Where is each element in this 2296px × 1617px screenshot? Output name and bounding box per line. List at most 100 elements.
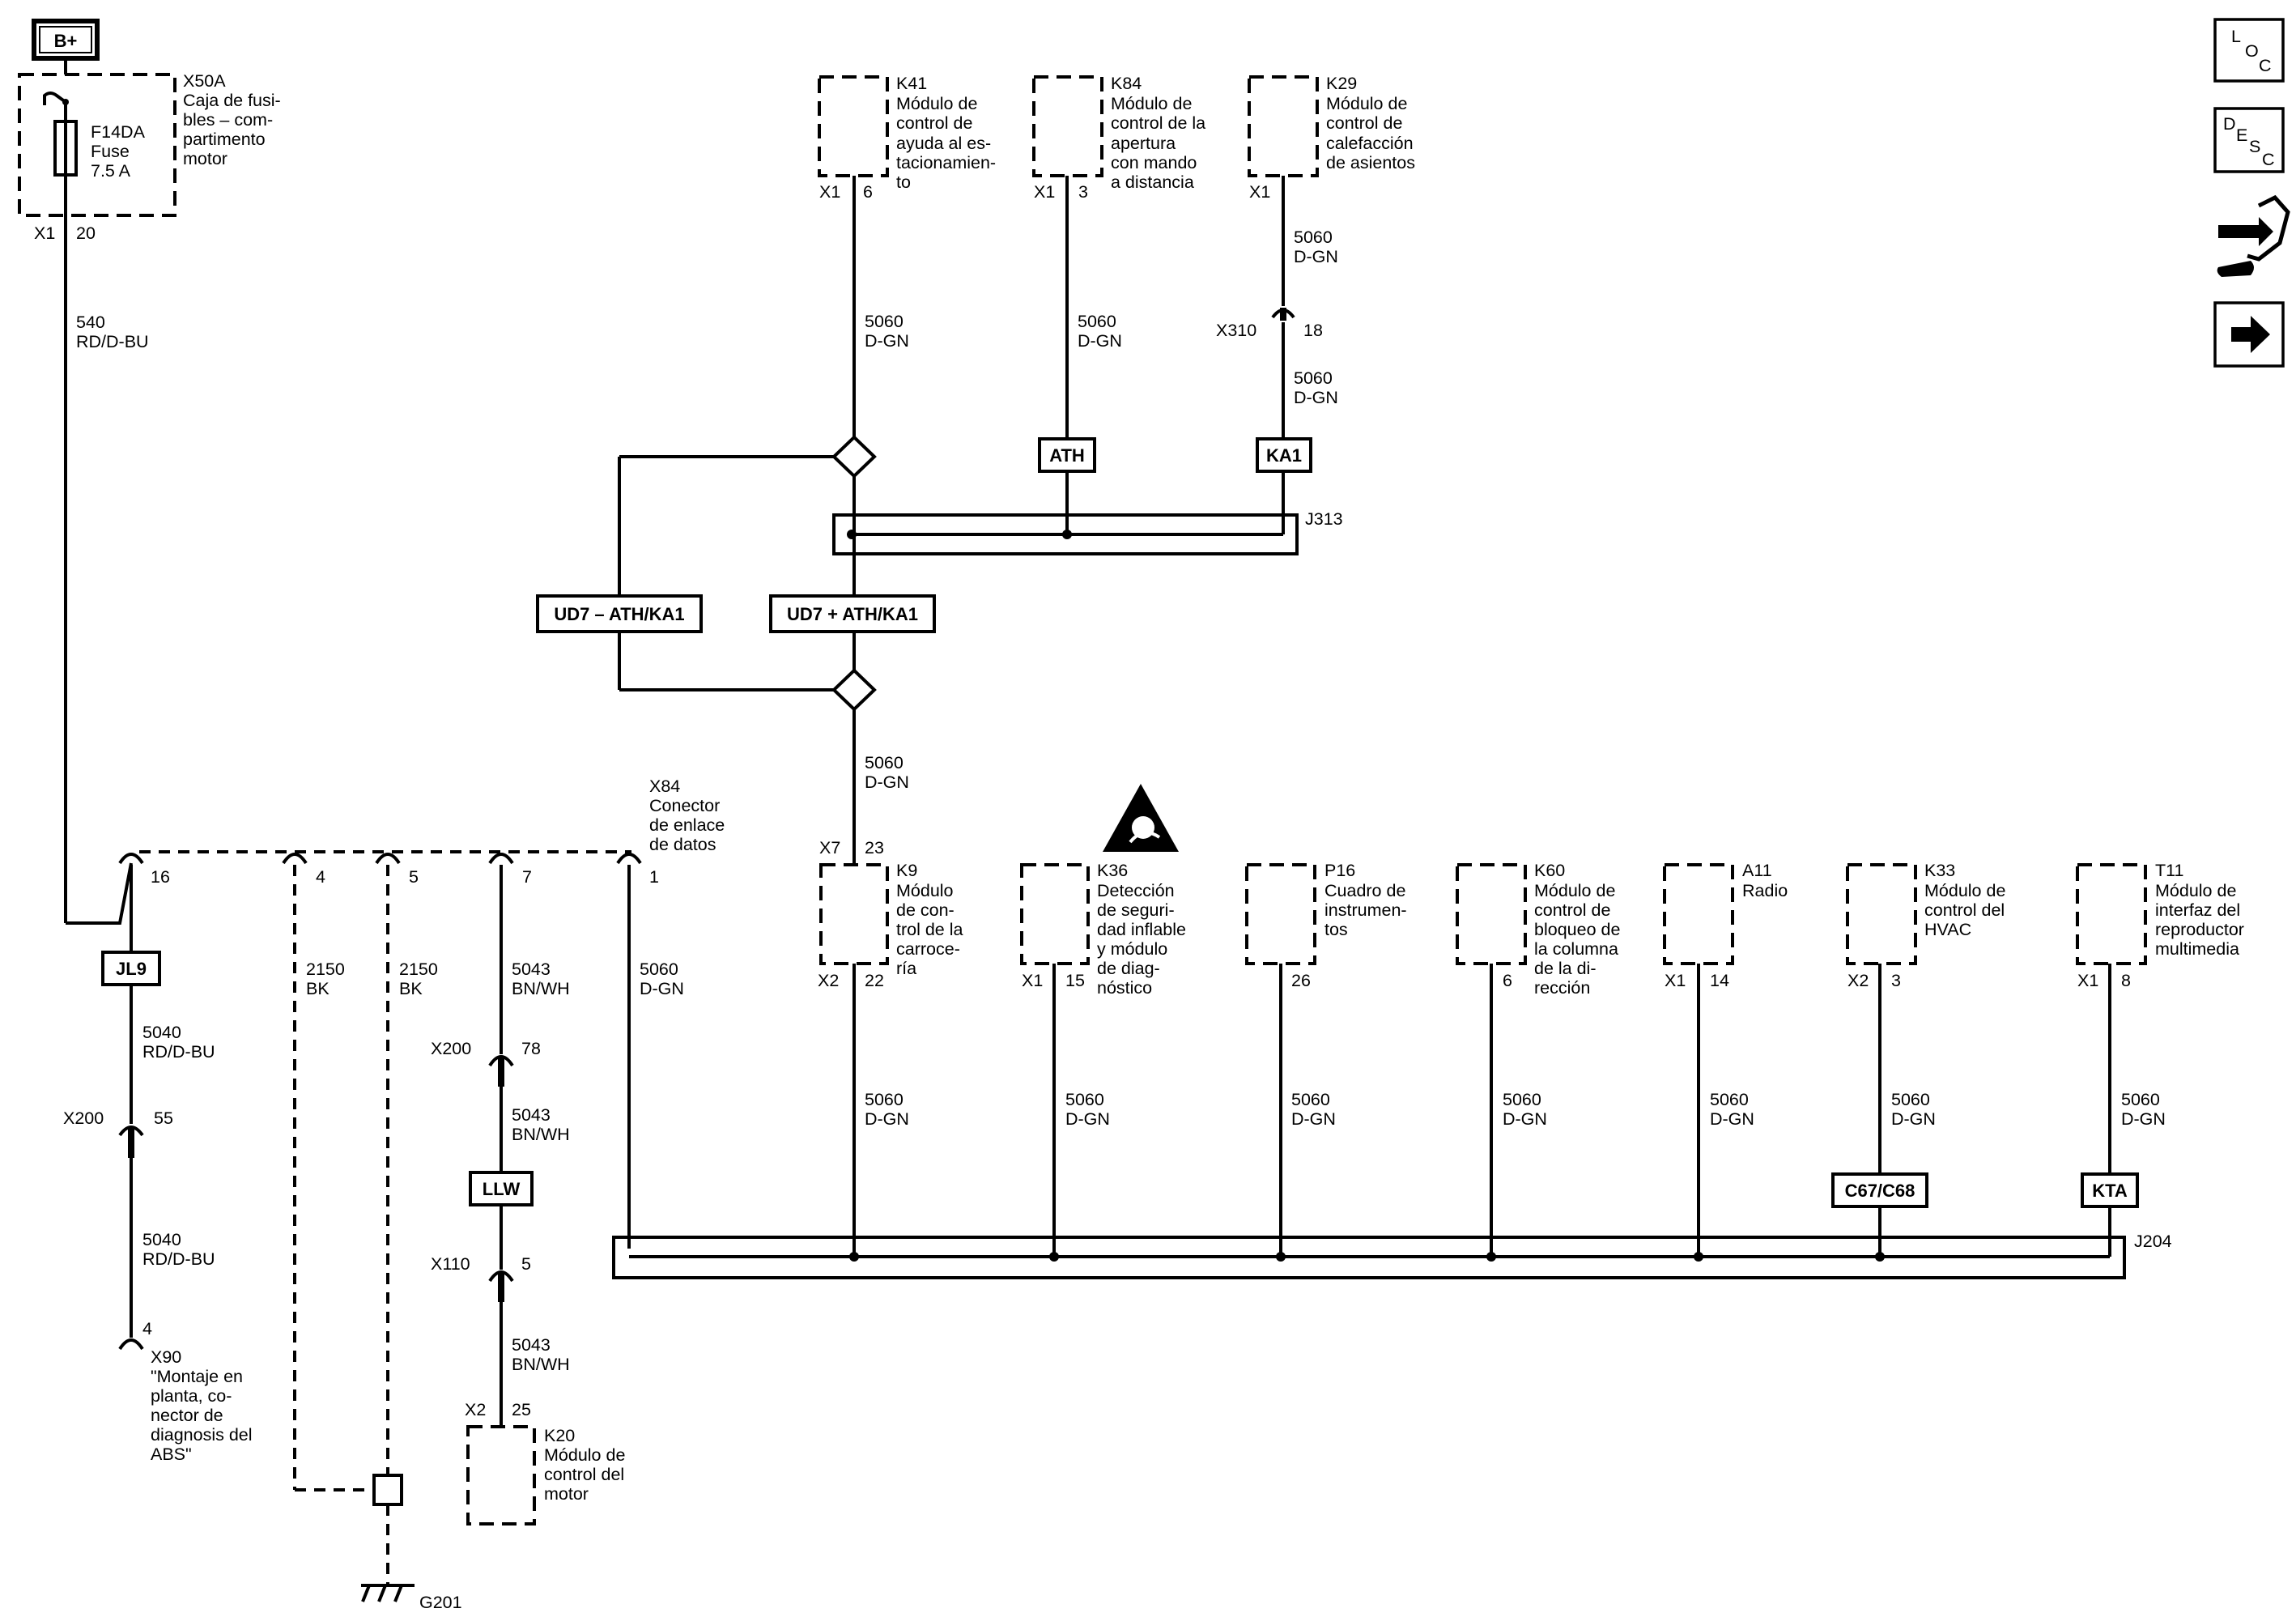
fuse-block-name-4: motor — [183, 149, 227, 168]
wire-pin5-circuit: 2150 — [399, 960, 438, 979]
x200-mid-pin: 78 — [521, 1039, 541, 1058]
p16-wire-color: D-GN — [1291, 1109, 1336, 1129]
tag-ud7-plus-label: UD7 + ATH/KA1 — [787, 604, 918, 624]
k9-name-5: ría — [896, 959, 916, 978]
k60-name-5: de la di- — [1534, 959, 1597, 978]
module-k29: K29 Módulo de control de calefacción de … — [1248, 74, 1415, 202]
fuse-block-id: X50A — [183, 71, 226, 91]
wire-5043c-circuit: 5043 — [512, 1335, 551, 1355]
desc-letter-c: C — [2262, 150, 2275, 169]
ground-label: G201 — [419, 1593, 462, 1612]
k20-pin: 25 — [512, 1400, 531, 1419]
k60-name-3: bloqueo de — [1534, 920, 1620, 939]
tag-jl9: JL9 — [101, 951, 161, 986]
k60-wire-color: D-GN — [1503, 1109, 1547, 1129]
wire-540-circuit: 540 — [76, 313, 105, 332]
module-k33: K33 Módulo de control del HVAC X2 3 — [1846, 861, 2005, 990]
k20-connector: X2 — [465, 1400, 486, 1419]
x90-pin: 4 — [142, 1319, 152, 1338]
k36-connector: X1 — [1022, 971, 1043, 990]
x90-name-3: nector de — [151, 1406, 223, 1425]
k20-name-1: Módulo de — [544, 1445, 625, 1465]
k9-name-3: trol de la — [896, 920, 963, 939]
k33-id: K33 — [1924, 861, 1955, 880]
k41-name-4: tacionamien- — [896, 153, 996, 172]
fuse-block-name-2: bles – com- — [183, 110, 273, 130]
k29-wire-circuit: 5060 — [1294, 228, 1333, 247]
module-k20: X2 25 K20 Módulo de control del motor — [465, 1400, 625, 1526]
loc-icon[interactable]: L O C — [2213, 18, 2285, 83]
x200-mid-id: X200 — [431, 1039, 471, 1058]
fuse-block-connector: X1 — [34, 223, 55, 243]
k41-name-5: to — [896, 172, 911, 192]
k36-name-5: de diag- — [1097, 959, 1160, 978]
k41-id: K41 — [896, 74, 927, 93]
k36-wire-color: D-GN — [1065, 1109, 1110, 1129]
k33-wire-circuit: 5060 — [1891, 1090, 1930, 1109]
a11-connector: X1 — [1665, 971, 1686, 990]
desc-icon[interactable]: D E S C — [2213, 107, 2285, 173]
k36-id: K36 — [1097, 861, 1128, 880]
k33-name-2: control del — [1924, 900, 2005, 920]
ground-splice — [372, 1474, 403, 1506]
a11-name-1: Radio — [1742, 881, 1788, 900]
k29-connector: X1 — [1249, 182, 1270, 202]
k9-name-4: carroce- — [896, 939, 960, 959]
power-b-plus: B+ — [32, 19, 100, 61]
wire-5043b-color: BN/WH — [512, 1125, 570, 1144]
tag-c67-label: C67/C68 — [1845, 1181, 1915, 1201]
k84-name-3: apertura — [1111, 134, 1176, 153]
dlc-pin-5: 5 — [409, 867, 419, 887]
k36-pin: 15 — [1065, 971, 1085, 990]
k41-connector: X1 — [819, 182, 840, 202]
k60-id: K60 — [1534, 861, 1565, 880]
wire-5040b-color: RD/D-BU — [142, 1249, 215, 1269]
k36-name-6: nóstico — [1097, 978, 1152, 998]
a11-id: A11 — [1742, 861, 1772, 880]
t11-name-1: Módulo de — [2155, 881, 2236, 900]
dlc-name-2: de enlace — [649, 815, 725, 835]
a11-wire-color: D-GN — [1710, 1109, 1754, 1129]
wire-5040b-circuit: 5040 — [142, 1230, 181, 1249]
desc-letter-d: D — [2223, 114, 2236, 134]
k84-name-5: a distancia — [1111, 172, 1194, 192]
k60-name-6: rección — [1534, 978, 1590, 998]
tag-jl9-label: JL9 — [116, 959, 147, 979]
power-label: B+ — [54, 31, 78, 51]
x90-name-1: "Montaje en — [151, 1367, 243, 1386]
fuse-line-2: Fuse — [91, 142, 130, 161]
k84-id: K84 — [1111, 74, 1142, 93]
k84-wire-circuit: 5060 — [1078, 312, 1116, 331]
connector-x200-left: X200 55 — [63, 1108, 173, 1158]
j204-label: J204 — [2134, 1232, 2172, 1251]
data-link-connector-x84: 16 4 5 7 1 X84 Conector de enlace de dat… — [118, 777, 725, 887]
wire-5043b-circuit: 5043 — [512, 1105, 551, 1125]
p16-pin: 26 — [1291, 971, 1311, 990]
a11-pin: 14 — [1710, 971, 1729, 990]
k84-name-1: Módulo de — [1111, 94, 1192, 113]
fuse-block-name-3: partimento — [183, 130, 266, 149]
tag-ka1: KA1 — [1256, 437, 1312, 473]
k36-wire-circuit: 5060 — [1065, 1090, 1104, 1109]
t11-wire-circuit: 5060 — [2121, 1090, 2160, 1109]
module-k41: K41 Módulo de control de ayuda al es- ta… — [818, 74, 996, 202]
k9-wire-circuit: 5060 — [865, 1090, 904, 1109]
x310-pin: 18 — [1303, 321, 1323, 340]
k36-name-2: de seguri- — [1097, 900, 1175, 920]
tag-ath: ATH — [1038, 437, 1096, 473]
fuse-block-pin: 20 — [76, 223, 96, 243]
module-k60: K60 Módulo de control de bloqueo de la c… — [1456, 861, 1620, 998]
k41-name-3: ayuda al es- — [896, 134, 991, 153]
k84-wire-color: D-GN — [1078, 331, 1122, 351]
next-arrow-icon[interactable] — [2213, 301, 2285, 368]
ground-g201: G201 — [361, 1584, 462, 1612]
tag-ud7-minus: UD7 – ATH/KA1 — [536, 594, 703, 633]
tag-kta-label: KTA — [2092, 1181, 2128, 1201]
tag-llw: LLW — [469, 1171, 534, 1206]
connector-tools-icon[interactable] — [2217, 194, 2290, 277]
j313-label: J313 — [1305, 509, 1343, 529]
t11-pin: 8 — [2121, 971, 2131, 990]
wire-5040-color: RD/D-BU — [142, 1042, 215, 1062]
dlc-id: X84 — [649, 777, 680, 796]
